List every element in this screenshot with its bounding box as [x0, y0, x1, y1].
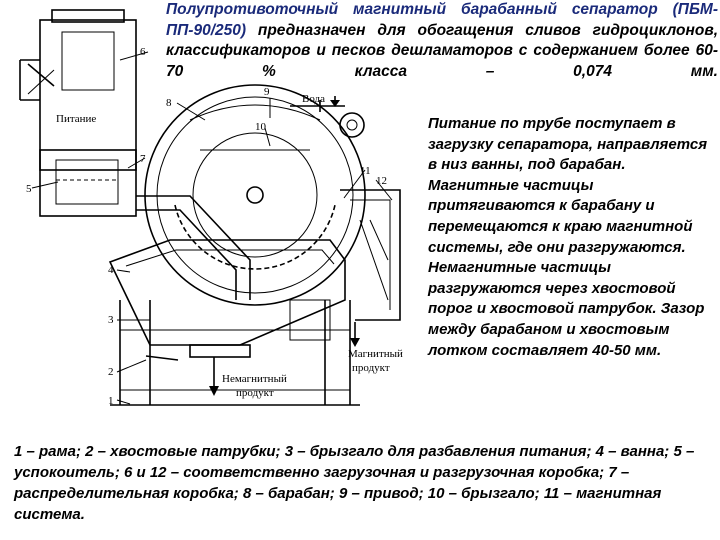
nonmagnetic-arrow [209, 357, 219, 396]
tank [108, 239, 346, 346]
feed-label: Питание [56, 113, 96, 125]
label-num-7: 7 [140, 153, 146, 165]
label-num-9: 9 [264, 86, 270, 98]
distribution-box [39, 149, 137, 217]
label-num-6: 6 [140, 46, 146, 58]
legend: 1 – рама; 2 – хвостовые патрубки; 3 – бр… [14, 443, 695, 523]
page-title: Полупротивоточный магнитный барабанный с… [166, 0, 718, 82]
label-num-5: 5 [26, 183, 32, 195]
water-label: Вода [302, 93, 325, 105]
leader-lines [31, 51, 393, 405]
magnetic-label-1: Магнитный [348, 348, 403, 360]
unloading-box [340, 189, 401, 321]
loading-box [19, 9, 137, 171]
drum [144, 84, 366, 306]
label-num-4: 4 [108, 264, 114, 276]
label-num-11: 11 [360, 165, 371, 177]
label-num-10: 10 [255, 121, 267, 133]
label-num-8: 8 [166, 97, 172, 109]
nonmagnetic-label-2: продукт [236, 387, 274, 399]
label-num-1: 1 [108, 395, 114, 407]
label-num-3: 3 [108, 314, 114, 326]
water-arrow [330, 96, 340, 107]
calmer [136, 195, 251, 300]
water-sprayer [290, 100, 365, 138]
title-separator-name: Полупротивоточный магнитный барабанный с… [166, 1, 718, 39]
nonmagnetic-label-1: Немагнитный [222, 373, 287, 385]
magnetic-label-2: продукт [352, 362, 390, 374]
process-description: Питание по трубе поступает в загрузку се… [428, 115, 708, 359]
frame [110, 299, 360, 406]
label-num-12: 12 [376, 175, 387, 187]
magnetic-arrow [350, 322, 360, 347]
title-purpose: предназначен для обогащения сливов гидро… [166, 21, 718, 80]
label-num-2: 2 [108, 366, 114, 378]
